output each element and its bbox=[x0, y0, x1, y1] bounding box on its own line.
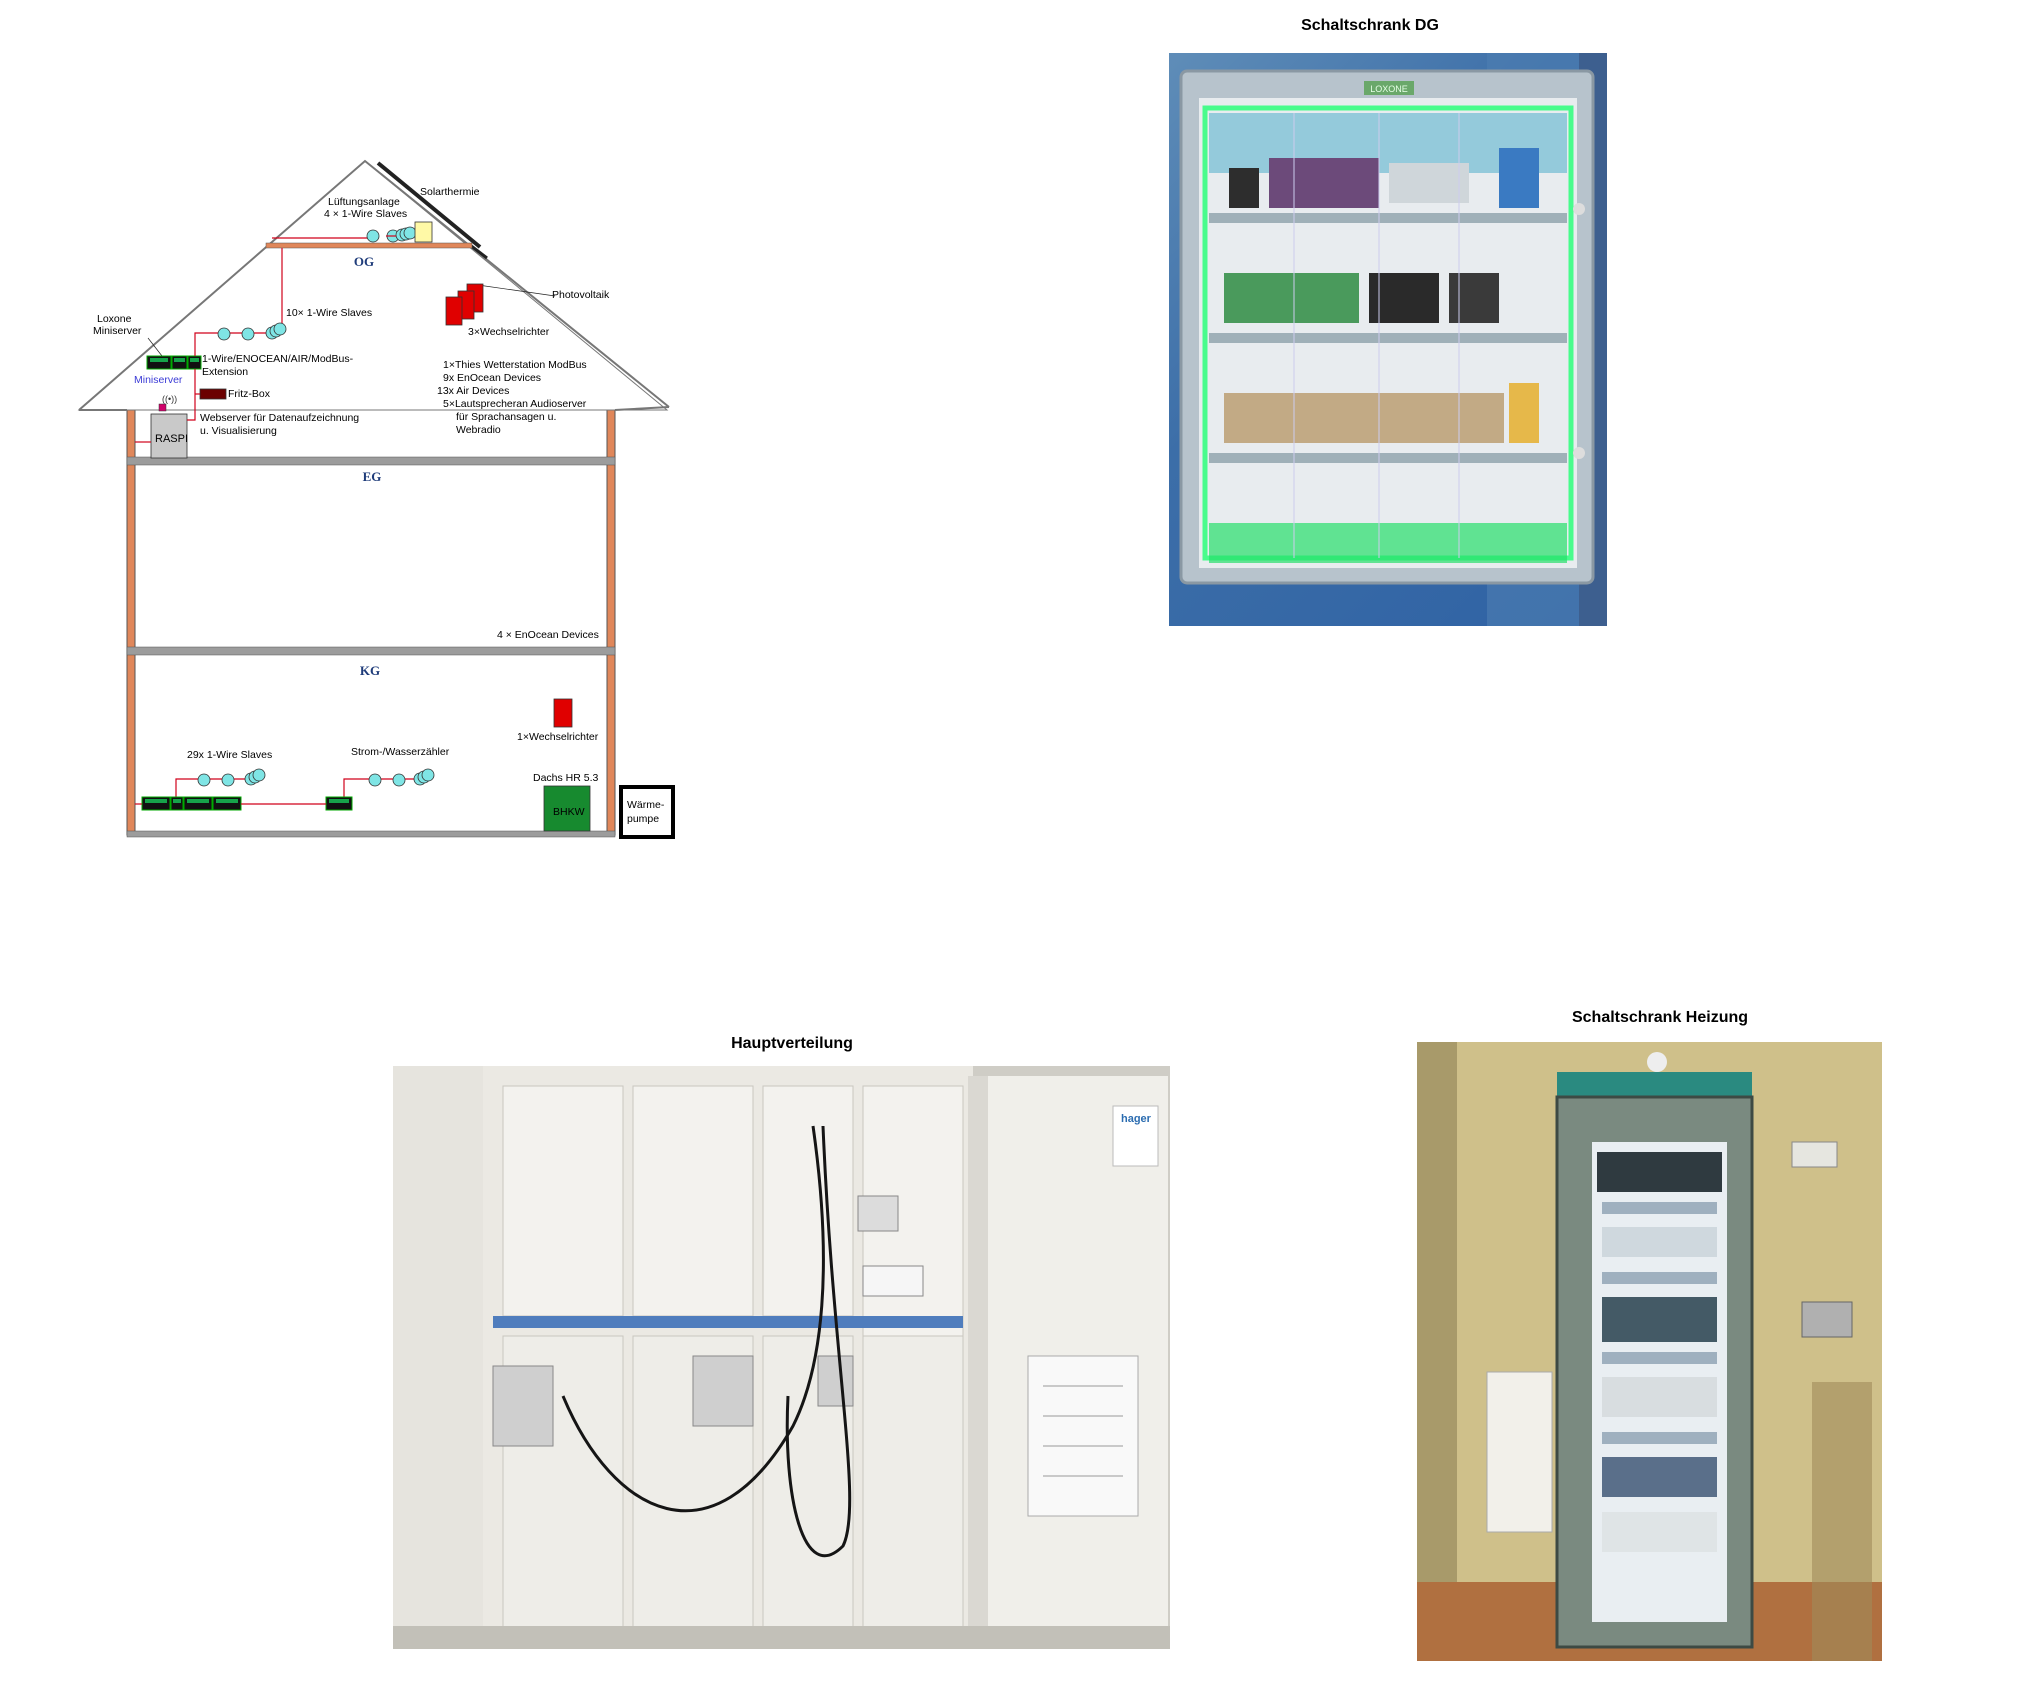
label-solarthermie: Solarthermie bbox=[420, 186, 480, 198]
raspi-device bbox=[150, 413, 188, 459]
floor-label-og: OG bbox=[354, 254, 374, 269]
label-devices-2: 9x EnOcean Devices bbox=[443, 372, 541, 384]
label-devices-5: für Sprachansagen u. bbox=[456, 411, 556, 423]
label-lueftung: Lüftungsanlage bbox=[328, 196, 400, 208]
label-raspi: RASPI bbox=[155, 433, 188, 445]
hauptverteilung-image: hager bbox=[393, 1066, 1170, 1649]
solar-panel-line bbox=[376, 161, 482, 249]
left-wall bbox=[126, 409, 136, 836]
zaehler-extension bbox=[325, 796, 353, 811]
photo-schaltschrank-heizung bbox=[1417, 1042, 1882, 1661]
svg-text:((•)): ((•)) bbox=[162, 394, 177, 404]
photo-schaltschrank-dg: LOXONE bbox=[1169, 53, 1607, 626]
label-devices-6: Webradio bbox=[456, 424, 501, 436]
label-dachs: Dachs HR 5.3 bbox=[533, 772, 599, 784]
label-slaves-og: 10× 1-Wire Slaves bbox=[286, 307, 372, 319]
label-lueftung-slaves: 4 × 1-Wire Slaves bbox=[324, 208, 407, 220]
label-wechselrichter-kg: 1×Wechselrichter bbox=[517, 731, 599, 743]
house-diagram: OG EG KG Lüftungsanlage 4 × 1-Wire Slave… bbox=[77, 159, 675, 839]
waermepumpe-box bbox=[619, 785, 675, 839]
inverter-group-og bbox=[445, 283, 484, 326]
label-zaehler: Strom-/Wasserzähler bbox=[351, 746, 450, 758]
label-extension-2: Extension bbox=[202, 366, 248, 378]
label-devices-1: 1×Thies Wetterstation ModBus bbox=[443, 359, 587, 371]
label-webserver: Webserver für Datenaufzeichnung bbox=[200, 412, 359, 424]
caption-hauptverteilung: Hauptverteilung bbox=[731, 1035, 853, 1052]
label-photovoltaik: Photovoltaik bbox=[552, 289, 610, 301]
attic-beam bbox=[265, 242, 473, 249]
caption-schaltschrank-dg: Schaltschrank DG bbox=[1301, 17, 1439, 34]
label-waermepumpe-2: pumpe bbox=[627, 813, 659, 825]
label-miniserver: Miniserver bbox=[134, 374, 183, 386]
slave-group-og bbox=[217, 322, 287, 341]
dg-logo-text: LOXONE bbox=[1370, 84, 1408, 94]
label-devices-4: 5×Lautsprecheran Audioserver bbox=[443, 398, 587, 410]
fritzbox-device bbox=[199, 388, 227, 400]
label-fritzbox: Fritz-Box bbox=[228, 388, 271, 400]
right-wall bbox=[606, 409, 616, 836]
floor-og bbox=[126, 456, 616, 466]
hager-brand-text: hager bbox=[1121, 1113, 1152, 1125]
floor-label-eg: EG bbox=[363, 469, 382, 484]
inverter-kg bbox=[553, 698, 573, 728]
label-extension: 1-Wire/ENOCEAN/AIR/ModBus- bbox=[202, 353, 354, 365]
label-loxone-miniserver: Miniserver bbox=[93, 325, 142, 337]
slave-group-lueftung bbox=[366, 226, 417, 243]
floor-kg bbox=[126, 830, 616, 838]
label-bhkw: BHKW bbox=[553, 806, 585, 818]
label-enocean-eg: 4 × EnOcean Devices bbox=[497, 629, 599, 641]
slave-group-kg bbox=[197, 768, 266, 787]
slave-group-zaehler bbox=[368, 768, 435, 787]
label-devices-3: 13x Air Devices bbox=[437, 385, 509, 397]
wifi-antenna-icon bbox=[158, 403, 167, 412]
label-webserver-2: u. Visualisierung bbox=[200, 425, 277, 437]
caption-schaltschrank-heizung: Schaltschrank Heizung bbox=[1571, 1009, 1749, 1026]
label-slaves-kg: 29x 1-Wire Slaves bbox=[187, 749, 272, 761]
label-loxone: Loxone bbox=[97, 313, 132, 325]
miniserver-extensions-kg bbox=[141, 796, 242, 811]
miniserver-device bbox=[146, 355, 202, 370]
heizung-cabinet-image bbox=[1417, 1042, 1882, 1661]
floor-eg bbox=[126, 646, 616, 656]
label-wechselrichter-og: 3×Wechselrichter bbox=[468, 326, 550, 338]
dg-cabinet-image: LOXONE bbox=[1179, 53, 1607, 626]
photo-hauptverteilung: hager bbox=[393, 1066, 1170, 1649]
bhkw-device bbox=[543, 785, 591, 832]
solarthermie-box bbox=[414, 221, 433, 243]
floor-label-kg: KG bbox=[360, 663, 380, 678]
label-waermepumpe: Wärme- bbox=[627, 799, 665, 811]
